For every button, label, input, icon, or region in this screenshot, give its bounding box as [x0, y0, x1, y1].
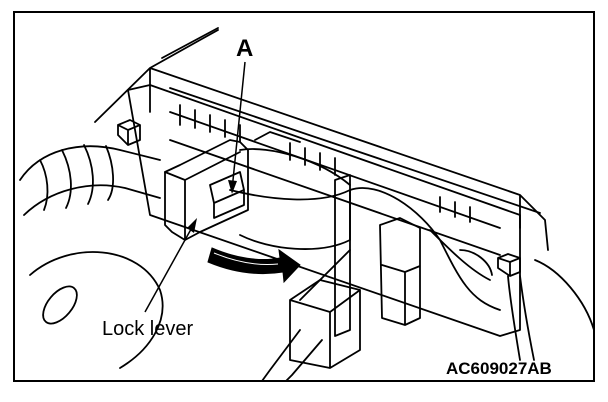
housing-outline	[94, 29, 549, 251]
label-lock-lever: Lock lever	[102, 318, 193, 340]
left-harness-wrap	[39, 144, 114, 211]
leader-arrowhead-a	[228, 180, 237, 194]
leader-line-a	[231, 61, 246, 191]
housing-top-edge	[161, 27, 541, 214]
right-tab	[497, 253, 521, 277]
arrow-highlight	[213, 252, 279, 265]
left-harness	[19, 145, 161, 216]
left-hole	[42, 285, 78, 325]
right-cable	[507, 259, 595, 361]
lock-lever-slot	[209, 171, 245, 219]
figure-frame	[13, 11, 595, 382]
label-a: A	[236, 35, 253, 62]
leader-arrowhead-lock-lever	[187, 218, 197, 233]
connector-housing	[127, 84, 521, 337]
left-tab	[117, 119, 141, 146]
bottom-right-line	[299, 249, 351, 301]
figure-code: AC609027AB	[446, 359, 552, 378]
right-ring-inner	[429, 229, 493, 281]
left-ring	[29, 251, 164, 369]
curved-arrow-icon	[207, 247, 301, 284]
mating-connector-top	[239, 131, 351, 186]
leader-line-lock-lever	[144, 221, 196, 313]
bottom-cable	[261, 329, 323, 382]
lock-lever-face	[164, 151, 241, 241]
lock-lever	[164, 139, 249, 241]
right-connector	[379, 217, 421, 326]
